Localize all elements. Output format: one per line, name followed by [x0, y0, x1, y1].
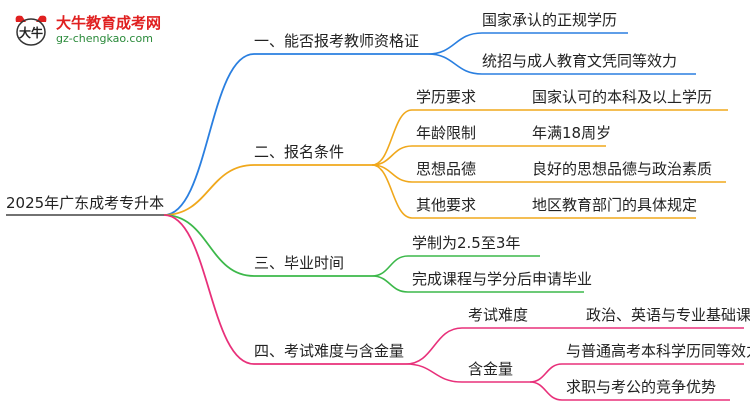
branch-4-connector — [163, 214, 255, 365]
branch-4-item-1-connector — [405, 327, 463, 365]
branch-1-item-1: 国家承认的正规学历 — [482, 11, 618, 29]
branch-1-item-1-connector — [427, 32, 483, 55]
branch-1-connector — [163, 53, 255, 216]
branch-4-label: 四、考试难度与含金量 — [254, 342, 405, 360]
branch-4-item-2-detail-2: 求职与考公的竞争优势 — [566, 378, 717, 396]
branch-4-item-2: 含金量 — [468, 360, 514, 378]
logo-name: 大牛教育成考网 — [56, 14, 162, 32]
branch-2-item-2-detail: 年满18周岁 — [532, 124, 612, 142]
branch-2-item-4: 其他要求 — [416, 196, 477, 214]
branch-2-item-3: 思想品德 — [416, 160, 477, 178]
branch-3-item-2-connector — [371, 275, 409, 293]
branch-2-item-2: 年龄限制 — [416, 124, 477, 142]
branch-4-item-2-detail-2-connector — [529, 381, 563, 401]
mindmap-root: 2025年广东成考专升本 — [6, 194, 165, 212]
branch-4-item-2-connector — [405, 363, 463, 383]
branch-2-item-1: 学历要求 — [416, 88, 477, 106]
logo-url: gz-chengkao.com — [56, 32, 153, 45]
branch-4-item-2-detail-1-connector — [529, 363, 563, 383]
bull-logo-icon: 大牛 — [15, 15, 47, 46]
branch-2-item-4-connector — [371, 164, 413, 219]
branch-1-label: 一、能否报考教师资格证 — [254, 32, 420, 50]
branch-3-item-1: 学制为2.5至3年 — [412, 234, 521, 252]
branch-4-item-2-detail-1: 与普通高考本科学历同等效力 — [566, 342, 750, 360]
branch-2-item-3-detail: 良好的思想品德与政治素质 — [532, 160, 713, 178]
site-logo[interactable]: 大牛 大牛教育成考网 gz-chengkao.com — [8, 8, 178, 52]
branch-2-item-2-connector — [371, 145, 413, 166]
branch-2-item-1-detail: 国家认可的本科及以上学历 — [532, 88, 713, 106]
branch-1-item-2-connector — [427, 53, 483, 75]
branch-2-item-1-connector — [371, 109, 413, 166]
branch-3-item-1-connector — [371, 255, 409, 277]
branch-4-item-1-detail-1: 政治、英语与专业基础课程 — [586, 306, 750, 324]
branch-3-connector — [163, 214, 255, 277]
branch-2-item-4-detail: 地区教育部门的具体规定 — [532, 196, 698, 214]
branch-4-item-1: 考试难度 — [468, 306, 529, 324]
logo-mark-text: 大牛 — [19, 25, 43, 40]
branch-2-label: 二、报名条件 — [254, 143, 345, 161]
branch-1-item-2: 统招与成人教育文凭同等效力 — [482, 52, 678, 70]
branch-2-connector — [163, 164, 255, 216]
branch-3-item-2: 完成课程与学分后申请毕业 — [412, 270, 593, 288]
branch-3-label: 三、毕业时间 — [254, 254, 345, 272]
